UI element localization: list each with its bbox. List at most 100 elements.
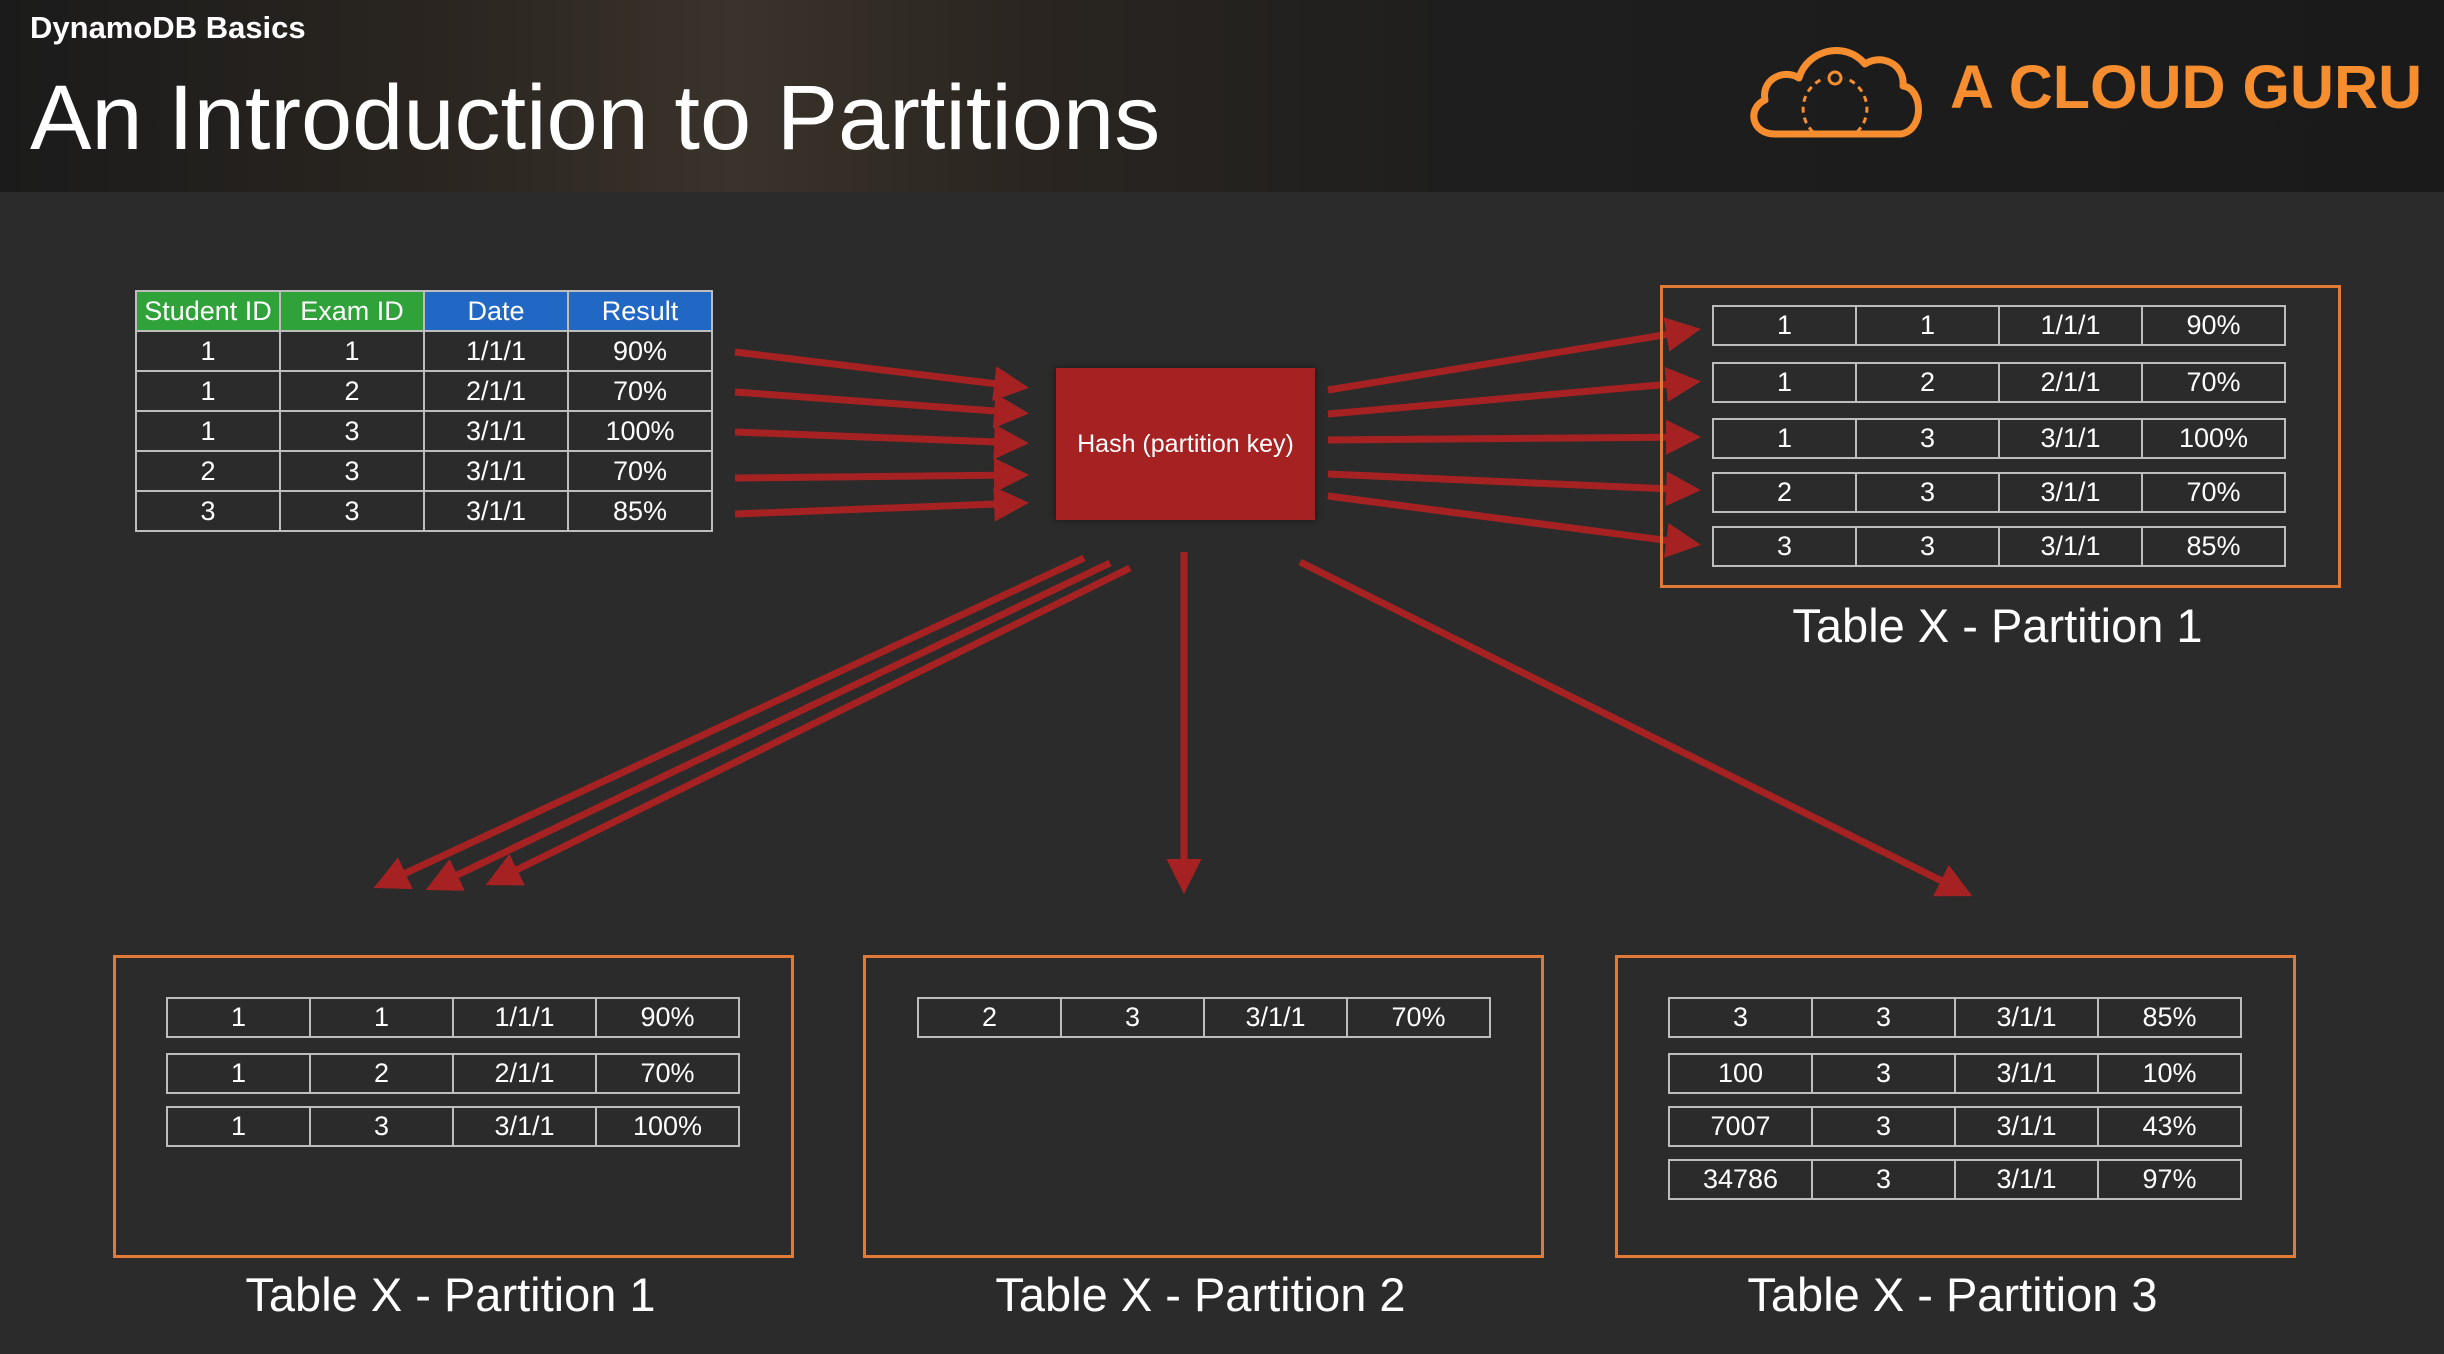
table-cell: 3 xyxy=(279,450,425,492)
table-cell: 3/1/1 xyxy=(1998,526,2143,567)
table-row: 1 1 1/1/1 90% xyxy=(1712,305,2286,346)
table-cell: 3 xyxy=(1668,997,1813,1038)
input-arrow xyxy=(734,486,1029,522)
table-cell: 1/1/1 xyxy=(452,997,597,1038)
table-cell: 85% xyxy=(2141,526,2286,567)
table-cell: 1 xyxy=(135,410,281,452)
partition-1-arrow xyxy=(485,564,1132,886)
table-cell: 100% xyxy=(567,410,713,452)
table-cell: 1 xyxy=(1712,305,1857,346)
table-cell: 3/1/1 xyxy=(1954,997,2099,1038)
table-row: 1 1 1/1/1 90% xyxy=(135,330,713,372)
course-title: DynamoDB Basics xyxy=(30,10,306,45)
table-row: 2 3 3/1/1 70% xyxy=(1712,472,2286,513)
table-cell: 3/1/1 xyxy=(1203,997,1348,1038)
table-cell: 3 xyxy=(1811,1053,1956,1094)
source-table: Student ID Exam ID Date Result 1 1 1/1/1… xyxy=(135,290,713,532)
output-arrow xyxy=(1327,317,1701,394)
table-cell: 3 xyxy=(1855,526,2000,567)
table-cell: 70% xyxy=(567,370,713,412)
table-cell: 34786 xyxy=(1668,1159,1813,1200)
partition-label: Table X - Partition 3 xyxy=(1747,1268,2158,1321)
table-cell: 90% xyxy=(567,330,713,372)
table-cell: 1 xyxy=(1855,305,2000,346)
table-cell: 3 xyxy=(309,1106,454,1147)
table-cell: 1 xyxy=(135,370,281,412)
table-cell: 1 xyxy=(166,1106,311,1147)
table-cell: 1 xyxy=(1712,362,1857,403)
output-arrow xyxy=(1327,470,1701,507)
table-row: 1 3 3/1/1 100% xyxy=(135,410,713,452)
table-row: 1 1 1/1/1 90% xyxy=(166,997,740,1038)
table-cell: 3 xyxy=(1811,1106,1956,1147)
output-arrow xyxy=(1327,367,1701,418)
table-cell: 3/1/1 xyxy=(1954,1106,2099,1147)
table-cell: 1 xyxy=(1712,418,1857,459)
table-cell: 1 xyxy=(166,997,311,1038)
table-cell: 70% xyxy=(567,450,713,492)
table-cell: 70% xyxy=(595,1053,740,1094)
table-cell: 2 xyxy=(1712,472,1857,513)
table-cell: 1 xyxy=(279,330,425,372)
table-cell: 3 xyxy=(1855,472,2000,513)
table-row: 1 2 2/1/1 70% xyxy=(135,370,713,412)
table-cell: 3 xyxy=(279,410,425,452)
partition-box-top xyxy=(1660,285,2341,588)
table-row: 100 3 3/1/1 10% xyxy=(1668,1053,2242,1094)
table-cell: 3 xyxy=(1855,418,2000,459)
table-cell: 3/1/1 xyxy=(1998,418,2143,459)
partition-label: Table X - Partition 1 xyxy=(1792,599,2203,652)
table-cell: 2 xyxy=(1855,362,2000,403)
table-cell: 2/1/1 xyxy=(1998,362,2143,403)
table-cell: 3 xyxy=(1811,1159,1956,1200)
partition-label: Table X - Partition 1 xyxy=(245,1268,656,1321)
table-cell: 100% xyxy=(2141,418,2286,459)
partition-1-arrow xyxy=(425,559,1112,891)
table-row: 3 3 3/1/1 85% xyxy=(1668,997,2242,1038)
table-row: 2 3 3/1/1 70% xyxy=(917,997,1491,1038)
table-cell: 70% xyxy=(1346,997,1491,1038)
table-cell: 100% xyxy=(595,1106,740,1147)
table-row: 2 3 3/1/1 70% xyxy=(135,450,713,492)
partition-box-3 xyxy=(1615,955,2296,1258)
table-cell: 90% xyxy=(2141,305,2286,346)
table-cell: 1 xyxy=(135,330,281,372)
table-cell: 3/1/1 xyxy=(1954,1159,2099,1200)
partition-label: Table X - Partition 2 xyxy=(995,1268,1406,1321)
column-header: Result xyxy=(567,290,713,332)
cloud-icon xyxy=(1750,47,1922,138)
table-cell: 3/1/1 xyxy=(423,450,569,492)
table-cell: 3/1/1 xyxy=(423,490,569,532)
table-cell: 100 xyxy=(1668,1053,1813,1094)
table-row: 3 3 3/1/1 85% xyxy=(1712,526,2286,567)
table-cell: 3 xyxy=(135,490,281,532)
table-cell: 10% xyxy=(2097,1053,2242,1094)
table-cell: 3 xyxy=(1060,997,1205,1038)
hash-function-box: Hash (partition key) xyxy=(1056,368,1315,520)
input-arrow xyxy=(734,388,1029,429)
partition-1-arrow xyxy=(373,554,1086,890)
table-cell: 7007 xyxy=(1668,1106,1813,1147)
column-header: Date xyxy=(423,290,569,332)
table-cell: 2 xyxy=(309,1053,454,1094)
table-cell: 70% xyxy=(2141,472,2286,513)
slide-title: An Introduction to Partitions xyxy=(30,67,1161,169)
output-arrow xyxy=(1327,419,1701,455)
table-cell: 85% xyxy=(2097,997,2242,1038)
table-cell: 3/1/1 xyxy=(1954,1053,2099,1094)
table-cell: 43% xyxy=(2097,1106,2242,1147)
table-cell: 70% xyxy=(2141,362,2286,403)
table-cell: 3 xyxy=(1811,997,1956,1038)
table-cell: 97% xyxy=(2097,1159,2242,1200)
table-cell: 85% xyxy=(567,490,713,532)
table-cell: 2/1/1 xyxy=(452,1053,597,1094)
column-header: Exam ID xyxy=(279,290,425,332)
table-cell: 90% xyxy=(595,997,740,1038)
column-header: Student ID xyxy=(135,290,281,332)
brand-logo-text: A CLOUD GURU xyxy=(1950,53,2423,121)
table-row: 34786 3 3/1/1 97% xyxy=(1668,1159,2242,1200)
output-arrow xyxy=(1327,492,1701,558)
table-cell: 3 xyxy=(1712,526,1857,567)
input-arrow xyxy=(734,348,1029,401)
input-arrow xyxy=(734,457,1029,493)
